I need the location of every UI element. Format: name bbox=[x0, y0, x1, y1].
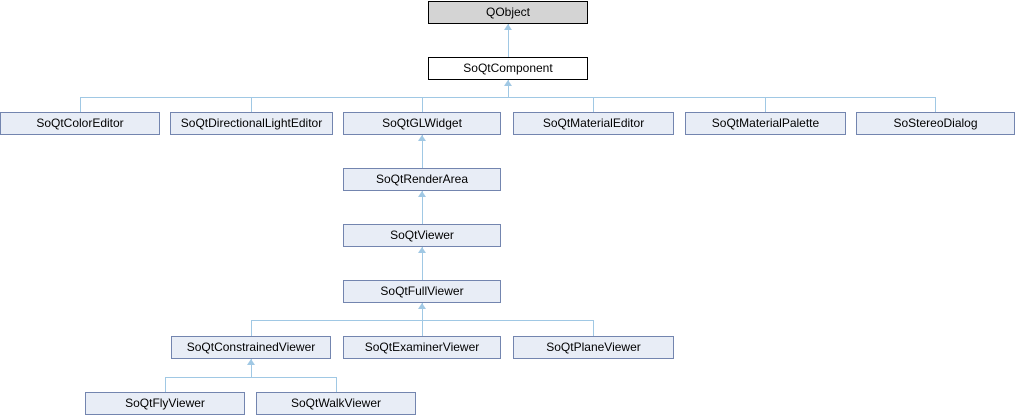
node-soqtdirectionallighteditor[interactable]: SoQtDirectionalLightEditor bbox=[170, 112, 333, 135]
edge-stub-soqtconstrainedviewer bbox=[251, 320, 252, 336]
edge-stub-soqtglwidget bbox=[422, 97, 423, 112]
edge-stub-soqtplaneviewer bbox=[593, 320, 594, 336]
edge-trunk-soqtconstrainedviewer bbox=[251, 359, 252, 377]
node-qobject: QObject bbox=[428, 1, 588, 24]
node-soqtviewer[interactable]: SoQtViewer bbox=[343, 224, 501, 247]
edge-soqtfullviewer-soqtviewer bbox=[422, 247, 423, 280]
edge-stub-soqtcoloreditor bbox=[80, 97, 81, 112]
arrowhead-soqtviewer bbox=[418, 247, 426, 253]
edge-stub-soqtdirectionallighteditor bbox=[251, 97, 252, 112]
arrowhead-soqtglwidget bbox=[418, 135, 426, 141]
node-soqtcoloreditor[interactable]: SoQtColorEditor bbox=[0, 112, 160, 135]
node-soqtrenderarea[interactable]: SoQtRenderArea bbox=[343, 168, 501, 191]
node-soqtplaneviewer[interactable]: SoQtPlaneViewer bbox=[513, 336, 674, 359]
arrowhead-soqtcomponent bbox=[504, 80, 512, 86]
node-soqtmaterialpalette[interactable]: SoQtMaterialPalette bbox=[685, 112, 846, 135]
edge-rail-row8 bbox=[165, 377, 337, 378]
edge-stub-sostereodialog bbox=[935, 97, 936, 112]
node-soqtcomponent: SoQtComponent bbox=[428, 57, 588, 80]
edge-soqtviewer-soqtrenderarea bbox=[422, 191, 423, 224]
node-soqtfullviewer[interactable]: SoQtFullViewer bbox=[343, 280, 501, 303]
arrowhead-soqtrenderarea bbox=[418, 191, 426, 197]
edge-rail-row3 bbox=[80, 97, 936, 98]
edge-stub-soqtmaterialpalette bbox=[765, 97, 766, 112]
node-soqtflyviewer[interactable]: SoQtFlyViewer bbox=[85, 392, 245, 415]
arrowhead-soqtconstrainedviewer bbox=[247, 359, 255, 365]
edge-stub-soqtmaterialeditor bbox=[593, 97, 594, 112]
node-soqtexaminerviewer[interactable]: SoQtExaminerViewer bbox=[343, 336, 501, 359]
edge-trunk-soqtcomponent bbox=[508, 80, 509, 97]
node-sostereodialog[interactable]: SoStereoDialog bbox=[856, 112, 1015, 135]
node-soqtwalkviewer[interactable]: SoQtWalkViewer bbox=[256, 392, 416, 415]
arrowhead-qobject bbox=[504, 24, 512, 30]
edge-soqtcomponent-qobject bbox=[508, 24, 509, 57]
node-soqtmaterialeditor[interactable]: SoQtMaterialEditor bbox=[513, 112, 674, 135]
edge-stub-soqtexaminerviewer bbox=[422, 320, 423, 336]
node-soqtconstrainedviewer[interactable]: SoQtConstrainedViewer bbox=[171, 336, 331, 359]
node-soqtglwidget[interactable]: SoQtGLWidget bbox=[343, 112, 501, 135]
edge-stub-soqtwalkviewer bbox=[336, 377, 337, 392]
edge-soqtrenderarea-soqtglwidget bbox=[422, 135, 423, 168]
arrowhead-soqtfullviewer bbox=[418, 303, 426, 309]
edge-trunk-soqtfullviewer bbox=[422, 303, 423, 320]
edge-stub-soqtflyviewer bbox=[165, 377, 166, 392]
